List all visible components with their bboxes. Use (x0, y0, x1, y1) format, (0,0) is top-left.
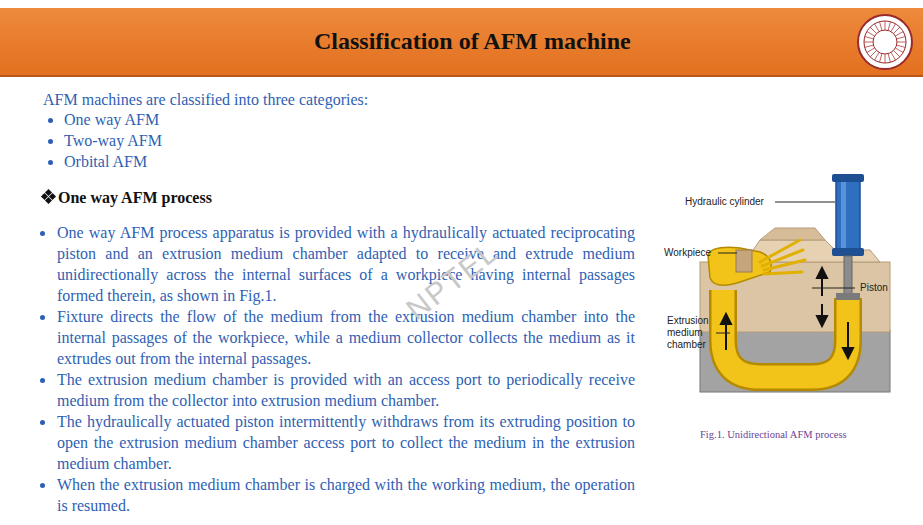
bullet-dot (40, 378, 45, 383)
bullet-dot (40, 231, 45, 236)
part-label: Piston (860, 282, 888, 294)
bullet-dot (40, 420, 45, 425)
part-label: Workpiece (664, 247, 711, 259)
bullet-dot (40, 315, 45, 320)
bullet-paragraph: The extrusion medium chamber is provided… (57, 369, 635, 411)
part-label: Extrusion medium chamber (667, 315, 715, 351)
bullet-dot (48, 139, 53, 144)
section-heading: One way AFM process (58, 187, 458, 208)
bullet-paragraph: Fixture directs the flow of the medium f… (57, 306, 635, 369)
bullet-dot (48, 118, 53, 123)
diamond-bullet (41, 189, 56, 204)
category-item: Two-way AFM (64, 130, 364, 151)
bullet-dot (40, 483, 45, 488)
part-label: Hydraulic cylinder (685, 196, 764, 208)
bullet-paragraph: When the extrusion medium chamber is cha… (57, 474, 635, 516)
bullet-paragraph: The hydraulically actuated piston interm… (57, 411, 635, 474)
institute-logo (858, 15, 912, 69)
bullet-paragraph: One way AFM process apparatus is provide… (57, 222, 635, 306)
bullet-dot (48, 160, 53, 165)
category-item: Orbital AFM (64, 151, 364, 172)
category-item: One way AFM (64, 109, 364, 130)
slide-title: Classification of AFM machine (314, 28, 631, 55)
intro-text: AFM machines are classified into three c… (43, 89, 603, 110)
figure-caption: Fig.1. Unidirectional AFM process (700, 429, 847, 440)
leader-lines (716, 202, 855, 333)
